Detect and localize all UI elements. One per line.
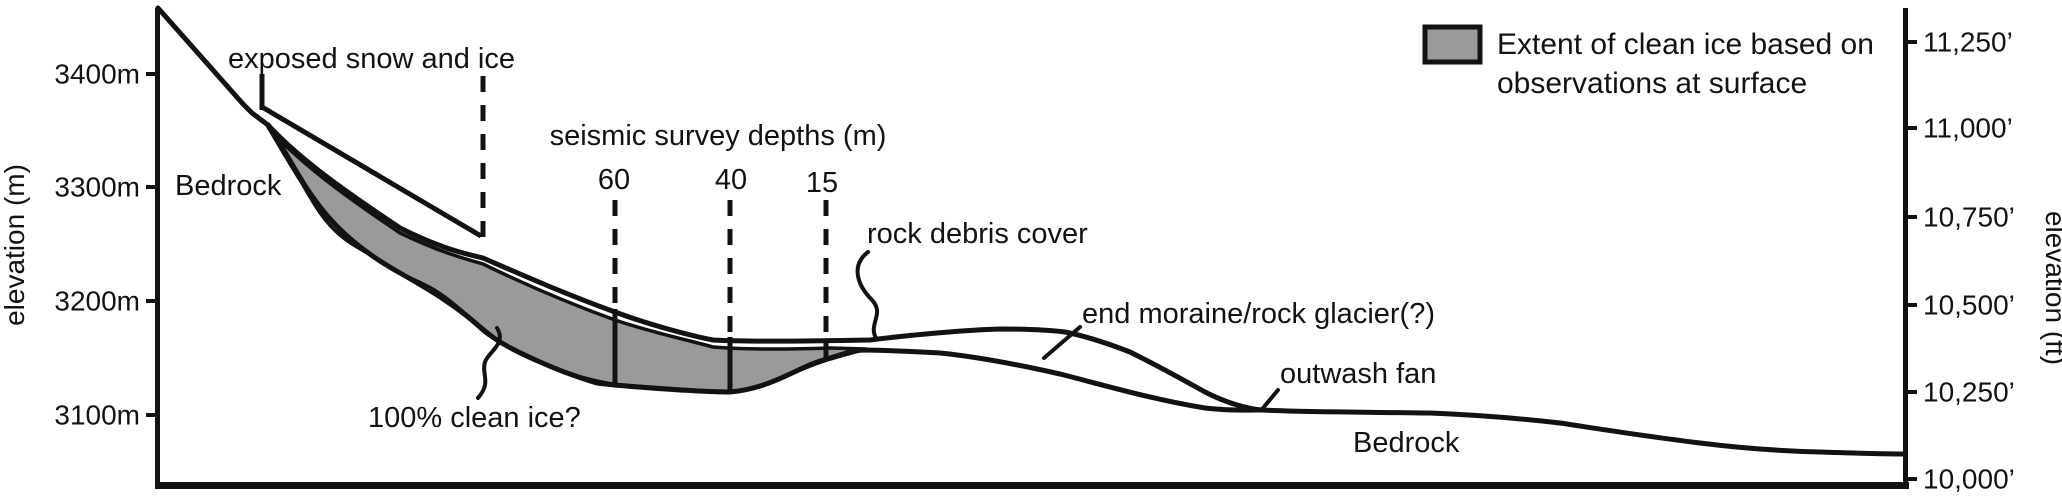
legend-text-line2: observations at surface — [1497, 67, 1807, 100]
rock-debris-leader-squiggle — [855, 250, 879, 340]
seismic-depth-40-label: 40 — [715, 164, 747, 196]
right-axis-title: elevation (ft) — [2040, 211, 2062, 365]
legend-clean-ice-swatch — [1422, 24, 1483, 65]
left-axis-label-3400: 3400m — [54, 59, 140, 90]
right-axis-label-10750: 10,750’ — [1923, 202, 2015, 233]
seismic-depth-60-label: 60 — [598, 164, 630, 196]
outwash-fan-leader-line — [1261, 388, 1280, 410]
outwash-fan-label: outwash fan — [1280, 358, 1436, 390]
left-axis-label-3100: 3100m — [54, 400, 140, 431]
end-moraine-label: end moraine/rock glacier(?) — [1082, 298, 1435, 330]
right-axis-label-11250: 11,250’ — [1923, 27, 2013, 58]
rock-debris-label: rock debris cover — [867, 218, 1088, 250]
glacier-surface-line — [265, 122, 1265, 413]
right-axis-label-10500: 10,500’ — [1923, 290, 2015, 321]
bedrock-profile-line — [155, 5, 1908, 457]
bedrock-right-label: Bedrock — [1353, 427, 1460, 459]
legend-text-line1: Extent of clean ice based on — [1497, 28, 1874, 61]
clean-ice-question-label: 100% clean ice? — [368, 402, 581, 434]
clean-ice-leader-squiggle — [476, 326, 502, 400]
left-axis-label-3300: 3300m — [54, 172, 140, 203]
right-axis-label-11000: 11,000’ — [1923, 113, 2013, 144]
seismic-depths-title: seismic survey depths (m) — [550, 120, 887, 152]
left-axis-title: elevation (m) — [0, 164, 30, 326]
bedrock-left-label: Bedrock — [175, 170, 282, 202]
right-axis-label-10250: 10,250’ — [1923, 377, 2015, 408]
clean-ice-region — [266, 125, 868, 394]
seismic-depth-15-label: 15 — [806, 167, 838, 199]
exposed-snow-label: exposed snow and ice — [228, 43, 515, 75]
end-moraine-leader-line — [1042, 325, 1082, 360]
right-axis-label-10000: 10,000’ — [1923, 464, 2015, 495]
left-axis-label-3200: 3200m — [54, 286, 140, 317]
legend: Extent of clean ice based on observation… — [1422, 24, 1874, 100]
exposed-extent-line — [260, 104, 483, 239]
